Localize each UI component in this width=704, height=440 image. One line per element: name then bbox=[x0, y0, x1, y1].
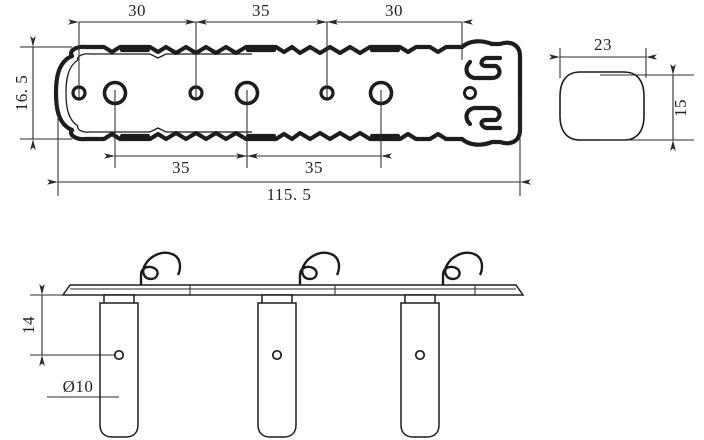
hanging-bar-group bbox=[99, 294, 440, 438]
dimension-height-left: 16. 5 bbox=[12, 36, 36, 150]
dim-label-top-1: 30 bbox=[128, 1, 146, 20]
bar-3-hole bbox=[414, 349, 426, 361]
hook-group bbox=[139, 251, 484, 289]
anchor-cross-section: 23 15 bbox=[549, 35, 694, 151]
hook-2 bbox=[298, 251, 341, 289]
rail-assembly-elevation: 14 Ø10 bbox=[19, 251, 525, 438]
bar-3-body bbox=[400, 302, 440, 438]
anchor-left-nose bbox=[53, 53, 75, 133]
hook-3 bbox=[441, 251, 484, 289]
anchor-plan-view: 30 35 30 35 35 16. 5 115. 5 bbox=[12, 1, 531, 204]
dim-label-top-2: 35 bbox=[252, 1, 270, 20]
dim-label-section-height: 15 bbox=[671, 99, 690, 117]
dim-label-height: 16. 5 bbox=[12, 75, 31, 112]
dimension-chain-top: 30 35 30 bbox=[68, 1, 473, 25]
dim-label-section-width: 23 bbox=[594, 35, 612, 54]
anchor-bottom-ribbed-edge bbox=[69, 127, 465, 142]
anchor-inner-bottom bbox=[77, 125, 252, 133]
bar-2-body bbox=[257, 302, 297, 438]
rail-outline bbox=[61, 284, 525, 296]
bar-1-hole bbox=[113, 349, 125, 361]
dimension-overall-length: 115. 5 bbox=[47, 179, 531, 204]
anchor-inner-top bbox=[77, 53, 252, 61]
anchor-body-outline bbox=[53, 44, 465, 142]
dim-label-hole-dia: Ø10 bbox=[63, 377, 94, 396]
dim-label-overall: 115. 5 bbox=[267, 185, 312, 204]
hook-1 bbox=[139, 251, 182, 289]
dim-label-bot-2: 35 bbox=[305, 158, 323, 177]
rail-bar bbox=[61, 284, 525, 296]
bar-2-hole bbox=[271, 349, 283, 361]
collar-hook-lower bbox=[464, 105, 503, 131]
dim-label-bot-1: 35 bbox=[172, 158, 190, 177]
anchor-top-ribbed-edge bbox=[69, 44, 465, 59]
dim-label-top-3: 30 bbox=[385, 1, 403, 20]
dimension-bar-drop: 14 bbox=[19, 284, 115, 366]
anchor-inner-nose bbox=[65, 59, 79, 127]
collar-outer-profile bbox=[459, 39, 523, 147]
bar-1-body bbox=[99, 302, 139, 438]
anchor-rib-plates bbox=[119, 47, 401, 139]
dim-label-bar-drop: 14 bbox=[19, 316, 38, 334]
collar-center-hole bbox=[463, 86, 477, 100]
collar-hook-upper bbox=[464, 55, 503, 81]
dimension-hole-diameter: Ø10 bbox=[47, 377, 119, 398]
anchor-body-inner-line bbox=[65, 53, 252, 133]
anchor-right-collar bbox=[459, 39, 523, 147]
dimension-chain-bottom: 35 35 bbox=[104, 153, 392, 177]
